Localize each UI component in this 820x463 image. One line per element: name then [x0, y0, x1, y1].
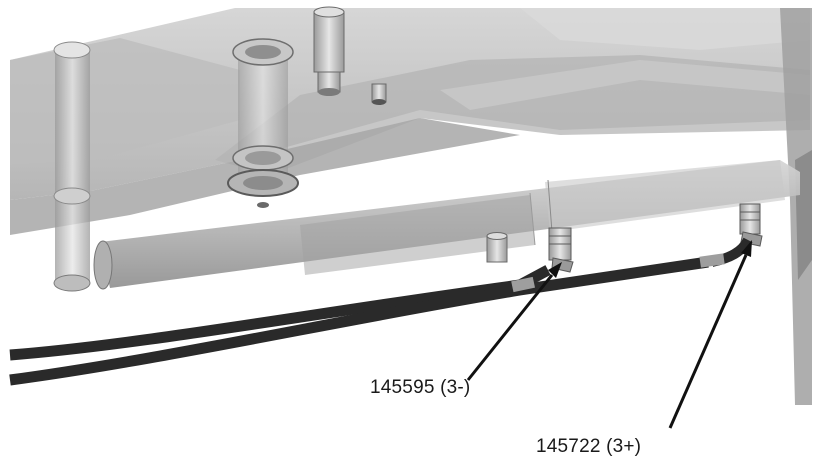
- fitting-small: [371, 83, 387, 105]
- callout-label-145595: 145595 (3-): [370, 377, 470, 398]
- pivot-pin-left: [53, 41, 91, 292]
- hose-fitting-3-minus: [548, 227, 574, 273]
- fitting-top: [313, 6, 345, 96]
- right-post: [780, 8, 812, 405]
- cylinder-rod-fitting: [486, 232, 508, 263]
- hydraulic-hoses: [9, 237, 753, 386]
- hose-fitting-3-plus: [739, 203, 763, 247]
- pivot-bushing-center: [227, 38, 299, 208]
- hydraulic-cylinder: [93, 160, 800, 290]
- callout-leaders: [466, 240, 752, 429]
- callout-label-145722: 145722 (3+): [536, 436, 641, 457]
